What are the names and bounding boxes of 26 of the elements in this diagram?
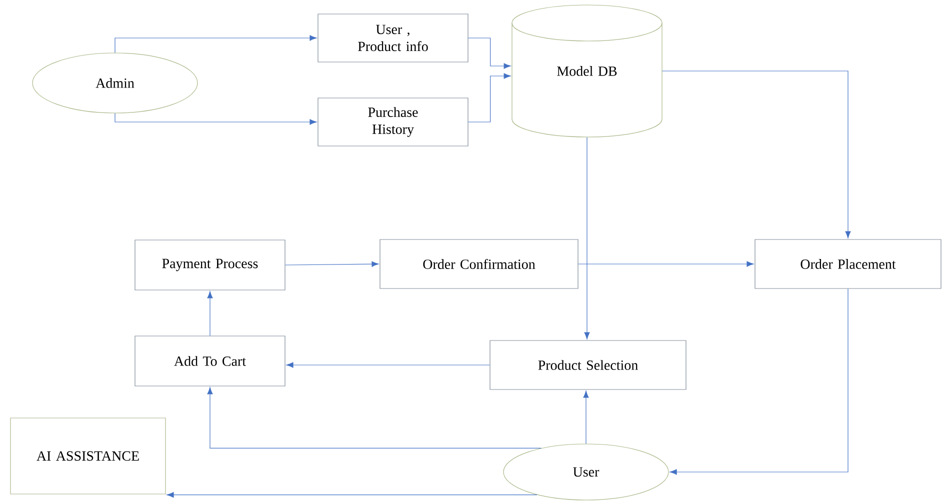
process-box: Order Placement (754, 239, 942, 289)
process-box: Payment Process (134, 240, 286, 290)
arrow (468, 73, 511, 122)
oval-node: User (503, 444, 669, 500)
process-box: Purchase History (318, 98, 468, 146)
process-box: User , Product info (318, 14, 468, 62)
arrow (584, 136, 590, 340)
arrow (578, 261, 754, 267)
node-label: Model DB (557, 66, 617, 76)
arrow (207, 387, 542, 448)
oval-node: Admin (32, 52, 198, 114)
arrow (285, 261, 379, 267)
arrow (468, 38, 511, 69)
arrow (207, 291, 213, 336)
arrow (114, 35, 317, 53)
arrow (670, 288, 848, 475)
process-box: AI ASSISTANCE (10, 418, 166, 494)
arrow (583, 390, 589, 444)
process-box: Add To Cart (134, 336, 286, 386)
arrow (166, 492, 538, 498)
process-box: Order Confirmation (380, 239, 578, 289)
database-cylinder: Model DB (512, 4, 662, 138)
arrow (286, 362, 490, 368)
arrow (662, 70, 851, 238)
process-box: Product Selection (490, 340, 686, 390)
arrow (114, 113, 317, 125)
